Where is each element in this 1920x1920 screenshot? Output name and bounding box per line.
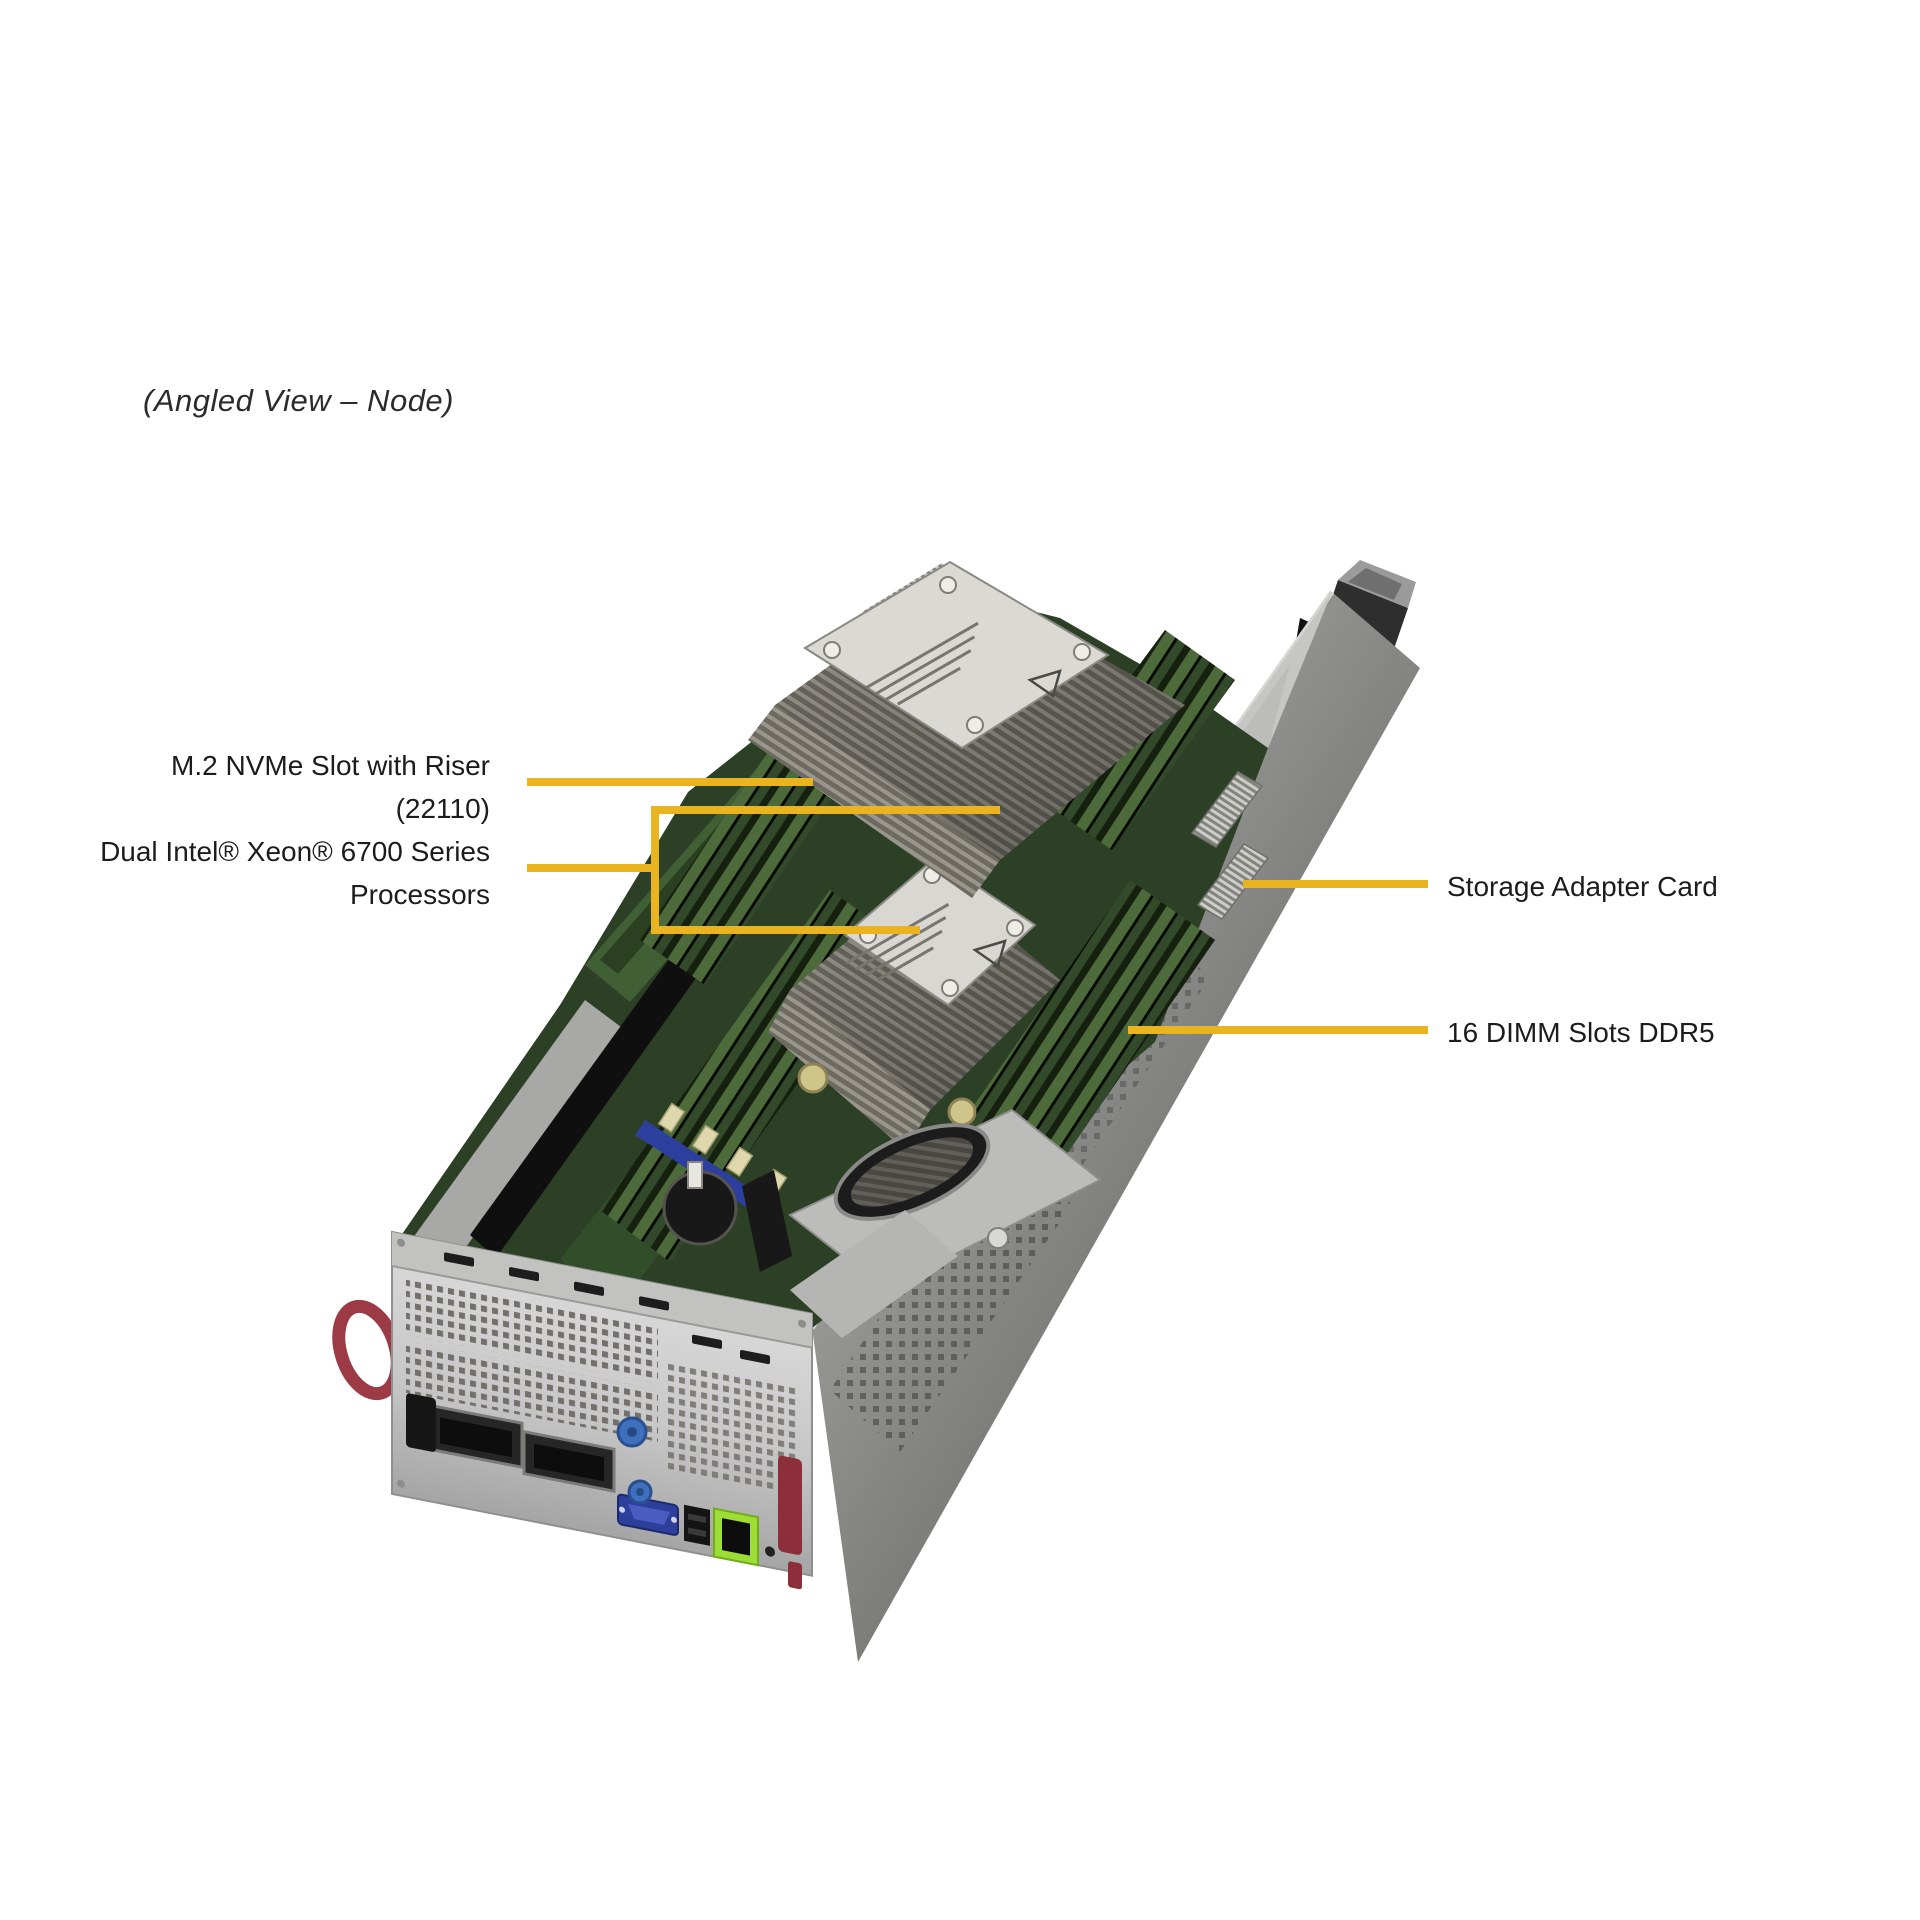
- cpu-heatsink-upper: [748, 560, 1185, 898]
- front-panel: [391, 1230, 813, 1590]
- front-board-details: [662, 1108, 1102, 1338]
- left-latch: [406, 1393, 436, 1452]
- callout-cpu-label: Dual Intel® Xeon® 6700 Series Processors: [0, 830, 490, 916]
- callout-storage-label: Storage Adapter Card: [1447, 871, 1718, 902]
- callout-cpu-label-line1: Dual Intel® Xeon® 6700 Series: [100, 836, 490, 867]
- figure-title: (Angled View – Node): [143, 383, 454, 418]
- callout-m2-label-line1: M.2 NVMe Slot with Riser: [171, 750, 490, 781]
- callout-cpu-label-line2: Processors: [349, 879, 490, 910]
- callout-dimm-label: 16 DIMM Slots DDR5: [1447, 1017, 1715, 1048]
- callout-m2-label: M.2 NVMe Slot with Riser (22110): [0, 744, 490, 830]
- id-button: [765, 1546, 775, 1557]
- leader-lines: [527, 778, 1428, 1034]
- vga-port: [617, 1493, 679, 1536]
- right-red-latch: [778, 1455, 802, 1590]
- lan-port: [713, 1507, 759, 1567]
- storage-adapter-card: [1190, 771, 1270, 920]
- qsfp-ports: [428, 1403, 616, 1493]
- callout-m2-label-line2: (22110): [395, 793, 490, 824]
- usb-ports: [684, 1504, 710, 1546]
- thumbscrews: [616, 1416, 653, 1505]
- leader-line-cpu: [527, 806, 1000, 934]
- stamped-usb-slots: [444, 1252, 770, 1365]
- cpu-heatsink-lower: [768, 856, 1060, 1150]
